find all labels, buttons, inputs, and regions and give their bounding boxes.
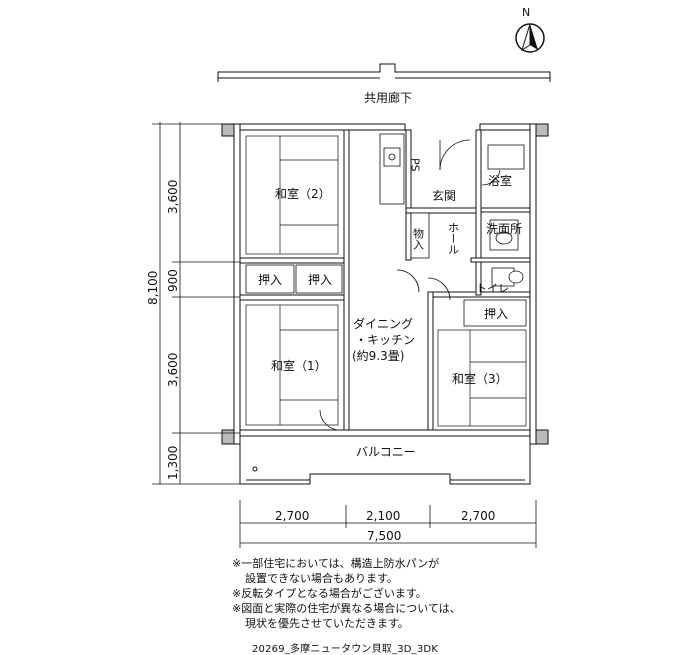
balcony-outline — [239, 444, 531, 485]
kitchen-counter — [379, 133, 405, 205]
room-label-genkan: 玄関 — [432, 188, 456, 203]
dim-vertical-2: 3,600 — [166, 353, 180, 387]
balcony-label: バルコニー — [356, 445, 416, 459]
horizontal-dimension-lines — [239, 500, 537, 548]
room-label-toilet: トイレ — [476, 282, 509, 295]
room-label-bath: 浴室 — [488, 173, 512, 188]
dim-vertical-0: 3,600 — [166, 180, 180, 214]
note-line: 設置できない場合もあります。 — [245, 572, 398, 585]
room-label-dining-line3: (約9.3畳) — [352, 348, 404, 363]
caption: 20269_多摩ニュータウン貝取_3D_3DK — [252, 644, 439, 655]
bath-fixtures — [487, 144, 525, 287]
closets — [245, 212, 527, 327]
room-label-dining-line1: ダイニング — [353, 316, 413, 331]
room-label-oshiire-c: 押入 — [484, 307, 508, 321]
north-label: N — [522, 6, 530, 19]
room-label-senmen: 洗面所 — [486, 222, 522, 236]
corridor-outline — [217, 63, 551, 82]
room-label-washitsu-1: 和室（1） — [271, 358, 327, 373]
notes-block: ※一部住宅においては、構造上防水パンが 設置できない場合もあります。 ※反転タイ… — [232, 556, 652, 631]
room-label-oshiire-a: 押入 — [258, 273, 282, 287]
dim-vertical-3: 1,300 — [166, 446, 180, 480]
dim-vertical-1: 900 — [166, 269, 180, 292]
room-label-washitsu-3: 和室（3） — [452, 371, 508, 386]
dim-horizontal-total: 7,500 — [367, 529, 401, 543]
interior-walls — [239, 129, 531, 431]
vertical-dimension-lines — [152, 122, 240, 485]
note-line: ※反転タイプとなる場合がございます。 — [232, 587, 427, 600]
tatami-room-1 — [245, 304, 339, 426]
room-label-oshiire-b: 押入 — [308, 273, 332, 287]
room-label-dining-line2: ・キッチン — [355, 333, 415, 347]
exterior-walls — [221, 123, 549, 445]
room-label-monoire: 物入 — [412, 227, 425, 250]
room-label-washitsu-2: 和室（2） — [275, 186, 331, 201]
corridor-label: 共用廊下 — [364, 90, 412, 105]
note-line: ※一部住宅においては、構造上防水パンが — [232, 557, 440, 570]
dim-horizontal-2: 2,700 — [461, 509, 495, 523]
room-label-ps: PS — [409, 158, 422, 172]
tatami-room-2 — [245, 135, 339, 255]
tatami-room-3 — [437, 329, 527, 427]
note-line: ※図面と実際の住宅が異なる場合については、 — [232, 602, 461, 615]
dim-horizontal-1: 2,100 — [366, 509, 400, 523]
note-line: 現状を優先させていただきます。 — [245, 617, 409, 630]
dim-vertical-total: 8,100 — [146, 271, 160, 305]
north-arrow-icon: N — [515, 6, 545, 53]
room-label-hall: ホール — [447, 222, 460, 255]
dim-horizontal-0: 2,700 — [275, 509, 309, 523]
door-swings — [319, 139, 501, 431]
